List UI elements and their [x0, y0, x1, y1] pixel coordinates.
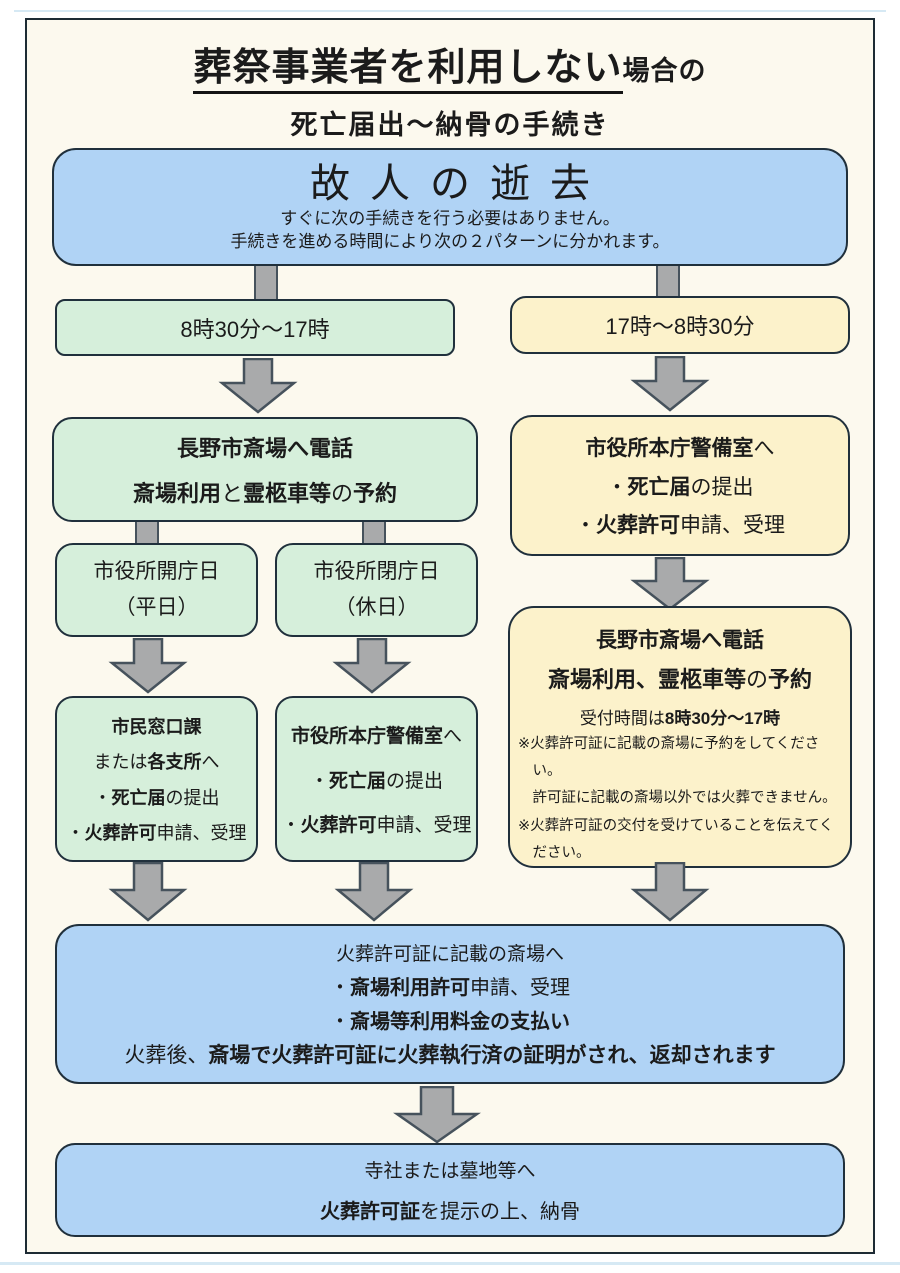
right-call-note2: 許可証に記載の斎場以外では火葬できません。 [532, 789, 837, 806]
left-call-line2: 斎場利用と霊柩車等の予約 [132, 480, 398, 506]
title-line1: 葬祭事業者を利用しない場合の [0, 36, 900, 94]
holiday-line1: 市役所閉庁日 [313, 560, 440, 584]
start-box-title: 故人の逝去 [310, 161, 610, 206]
weekday-line1: 市役所開庁日 [93, 560, 220, 584]
page-title: 葬祭事業者を利用しない場合の 死亡届出～納骨の手続き [0, 36, 900, 142]
crematorium-line3: ・斎場等利用料金の支払い [330, 1011, 570, 1033]
down-arrow-icon [108, 862, 188, 922]
connector-stub-holiday [362, 518, 386, 546]
title-suffix-text: 場合の [622, 56, 707, 86]
down-arrow-icon [630, 356, 710, 412]
crematorium-procedure-box: 火葬許可証に記載の斎場へ ・斎場利用許可申請、受理 ・斎場等利用料金の支払い 火… [55, 924, 845, 1084]
security-office-box-night: 市役所本庁警備室へ ・死亡届の提出 ・火葬許可申請、受理 [510, 415, 850, 556]
connector-stub-right [656, 262, 680, 300]
right-call-line2: 斎場利用、霊柩車等の予約 [547, 667, 813, 692]
security-office-box-holiday: 市役所本庁警備室へ ・死亡届の提出 ・火葬許可申請、受理 [275, 696, 478, 862]
weekday-line2: （平日） [114, 596, 199, 619]
interment-line1: 寺社または墓地等へ [364, 1161, 536, 1183]
start-box-note1: すぐに次の手続きを行う必要はありません。 [280, 208, 620, 228]
counter-line1: 市民窓口課 [111, 717, 202, 738]
interment-line2: 火葬許可証を提示の上、納骨 [320, 1200, 580, 1223]
mid-security-line1: 市役所本庁警備室へ [290, 726, 463, 748]
counter-line4: ・火葬許可申請、受理 [66, 822, 247, 843]
time-box-daytime: 8時30分～17時 [55, 299, 455, 356]
right-security-line2: ・死亡届の提出 [606, 475, 754, 499]
start-box-death-of-deceased: 故人の逝去 すぐに次の手続きを行う必要はありません。 手続きを進める時間により次… [52, 148, 848, 266]
time-box-nighttime: 17時～8時30分 [510, 296, 850, 354]
bottom-divider [0, 1262, 900, 1265]
down-arrow-icon [630, 557, 710, 611]
down-arrow-icon [630, 862, 710, 922]
down-arrow-icon [334, 862, 414, 922]
down-arrow-icon [393, 1086, 481, 1144]
down-arrow-icon [108, 638, 188, 694]
mid-security-line2: ・死亡届の提出 [309, 770, 444, 792]
interment-box: 寺社または墓地等へ 火葬許可証を提示の上、納骨 [55, 1143, 845, 1237]
crematorium-line4: 火葬後、斎場で火葬許可証に火葬執行済の証明がされ、返却されます [124, 1044, 776, 1067]
mid-security-line3: ・火葬許可申請、受理 [281, 814, 472, 836]
citizen-counter-box: 市民窓口課 または各支所へ ・死亡届の提出 ・火葬許可申請、受理 [55, 696, 258, 862]
counter-line2: または各支所へ [93, 752, 220, 773]
crematorium-line2: ・斎場利用許可申請、受理 [330, 977, 570, 999]
right-security-line1: 市役所本庁警備室へ [585, 436, 775, 460]
down-arrow-icon [218, 358, 298, 414]
down-arrow-icon [332, 638, 412, 694]
time-box-daytime-label: 8時30分～17時 [180, 316, 330, 342]
right-call-note3: ※火葬許可証の交付を受けていることを伝えてください。 [518, 818, 834, 862]
left-call-crematorium-box: 長野市斎場へ電話 斎場利用と霊柩車等の予約 [52, 417, 478, 522]
holiday-line2: （休日） [334, 596, 419, 619]
connector-stub-left [254, 262, 278, 302]
weekday-box: 市役所開庁日 （平日） [55, 543, 258, 637]
right-security-line3: ・火葬許可申請、受理 [575, 514, 785, 538]
title-underlined-text: 葬祭事業者を利用しない [193, 47, 623, 94]
right-call-crematorium-box: 長野市斎場へ電話 斎場利用、霊柩車等の予約 受付時間は8時30分～17時 ※火葬… [508, 606, 852, 868]
holiday-box: 市役所閉庁日 （休日） [275, 543, 478, 637]
top-divider [14, 10, 886, 12]
counter-line3: ・死亡届の提出 [93, 787, 220, 808]
start-box-note2: 手続きを進める時間により次の２パターンに分かれます。 [230, 232, 670, 251]
title-line2: 死亡届出～納骨の手続き [290, 110, 610, 140]
crematorium-line1: 火葬許可証に記載の斎場へ [335, 944, 564, 965]
right-call-reception-hours: 受付時間は8時30分～17時 [579, 709, 781, 728]
right-call-note1: ※火葬許可証に記載の斎場に予約をしてください。 [518, 736, 820, 779]
right-call-line1: 長野市斎場へ電話 [596, 629, 764, 652]
left-call-line1: 長野市斎場へ電話 [176, 436, 353, 462]
time-box-nighttime-label: 17時～8時30分 [605, 314, 755, 339]
connector-stub-weekday [135, 518, 159, 546]
